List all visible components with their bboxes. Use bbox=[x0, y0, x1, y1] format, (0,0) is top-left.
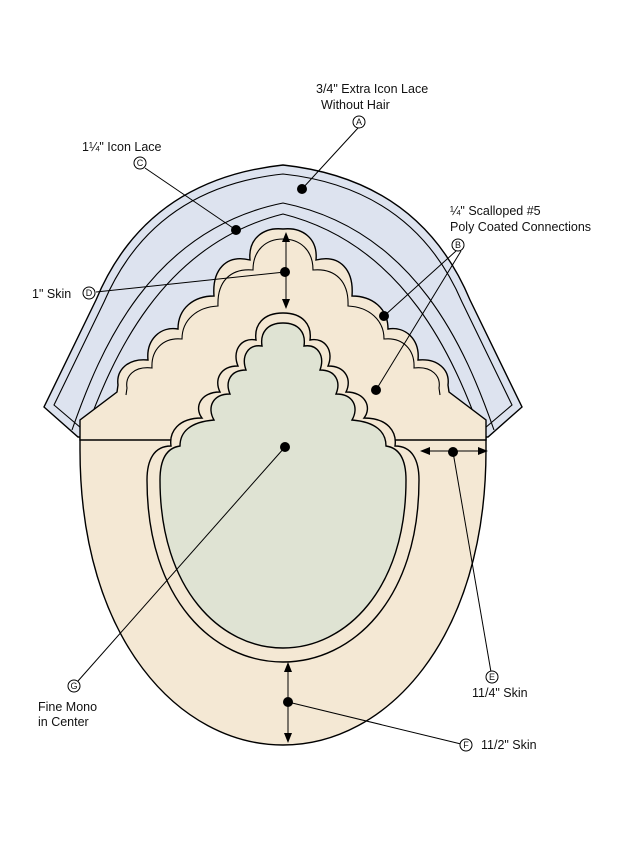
dot-b-upper bbox=[379, 311, 389, 321]
lace-divider-line bbox=[71, 202, 495, 431]
marker-c-letter: C bbox=[137, 158, 144, 168]
label-g-line2: in Center bbox=[38, 715, 89, 729]
marker-g-letter: G bbox=[70, 681, 77, 691]
dot-e bbox=[448, 447, 458, 457]
label-d: 1" Skin bbox=[32, 287, 71, 301]
label-g-line1: Fine Mono bbox=[38, 700, 97, 714]
arrow-d-head-top bbox=[282, 232, 290, 242]
label-c: 1¼" Icon Lace bbox=[82, 140, 162, 154]
arrow-f-head-bottom bbox=[284, 733, 292, 743]
leader-c bbox=[144, 167, 237, 231]
leader-a bbox=[301, 127, 359, 190]
marker-g-circle bbox=[67, 679, 81, 693]
marker-b-letter: B bbox=[455, 240, 461, 250]
dot-g bbox=[280, 442, 290, 452]
fine-mono-center bbox=[159, 322, 407, 649]
leader-f bbox=[287, 701, 462, 745]
leader-g bbox=[77, 446, 286, 682]
arrow-e-head-right bbox=[478, 447, 488, 455]
dot-d bbox=[280, 267, 290, 277]
leader-b-1 bbox=[383, 250, 457, 317]
arrow-e-head-left bbox=[420, 447, 430, 455]
inner-lace-line-2 bbox=[85, 213, 481, 431]
label-b-line1: ¼" Scalloped #5 bbox=[450, 204, 541, 218]
arrow-f-head-top bbox=[284, 662, 292, 672]
target-dots bbox=[231, 184, 458, 707]
leader-d bbox=[95, 271, 286, 293]
scalloped-skin-inner-line bbox=[125, 238, 441, 396]
marker-d-letter: D bbox=[86, 288, 93, 298]
label-f: 11/2" Skin bbox=[481, 738, 537, 752]
dot-f bbox=[283, 697, 293, 707]
marker-e-circle bbox=[485, 670, 499, 684]
inner-lace-line-1 bbox=[53, 173, 513, 429]
leader-lines bbox=[77, 127, 492, 745]
marker-b-circle bbox=[451, 238, 465, 252]
marker-c-circle bbox=[133, 156, 147, 170]
leader-b-2 bbox=[375, 250, 462, 391]
marker-f-circle bbox=[459, 738, 473, 752]
leader-e bbox=[452, 451, 492, 673]
label-a-line2: Without Hair bbox=[321, 98, 390, 112]
callout-labels: 3/4" Extra Icon Lace Without Hair ¼" Sca… bbox=[32, 82, 591, 752]
label-a-line1: 3/4" Extra Icon Lace bbox=[316, 82, 428, 96]
marker-a-circle bbox=[352, 115, 366, 129]
dot-b-lower bbox=[371, 385, 381, 395]
label-e: 11/4" Skin bbox=[472, 686, 528, 700]
callout-markers: A B C D E F G bbox=[67, 115, 499, 752]
marker-d-circle bbox=[82, 286, 96, 300]
arrow-d-head-bottom bbox=[282, 299, 290, 309]
marker-e-letter: E bbox=[489, 672, 495, 682]
marker-f-letter: F bbox=[463, 740, 469, 750]
dot-c bbox=[231, 225, 241, 235]
label-b-line2: Poly Coated Connections bbox=[450, 220, 591, 234]
marker-a-letter: A bbox=[356, 117, 362, 127]
dot-a bbox=[297, 184, 307, 194]
